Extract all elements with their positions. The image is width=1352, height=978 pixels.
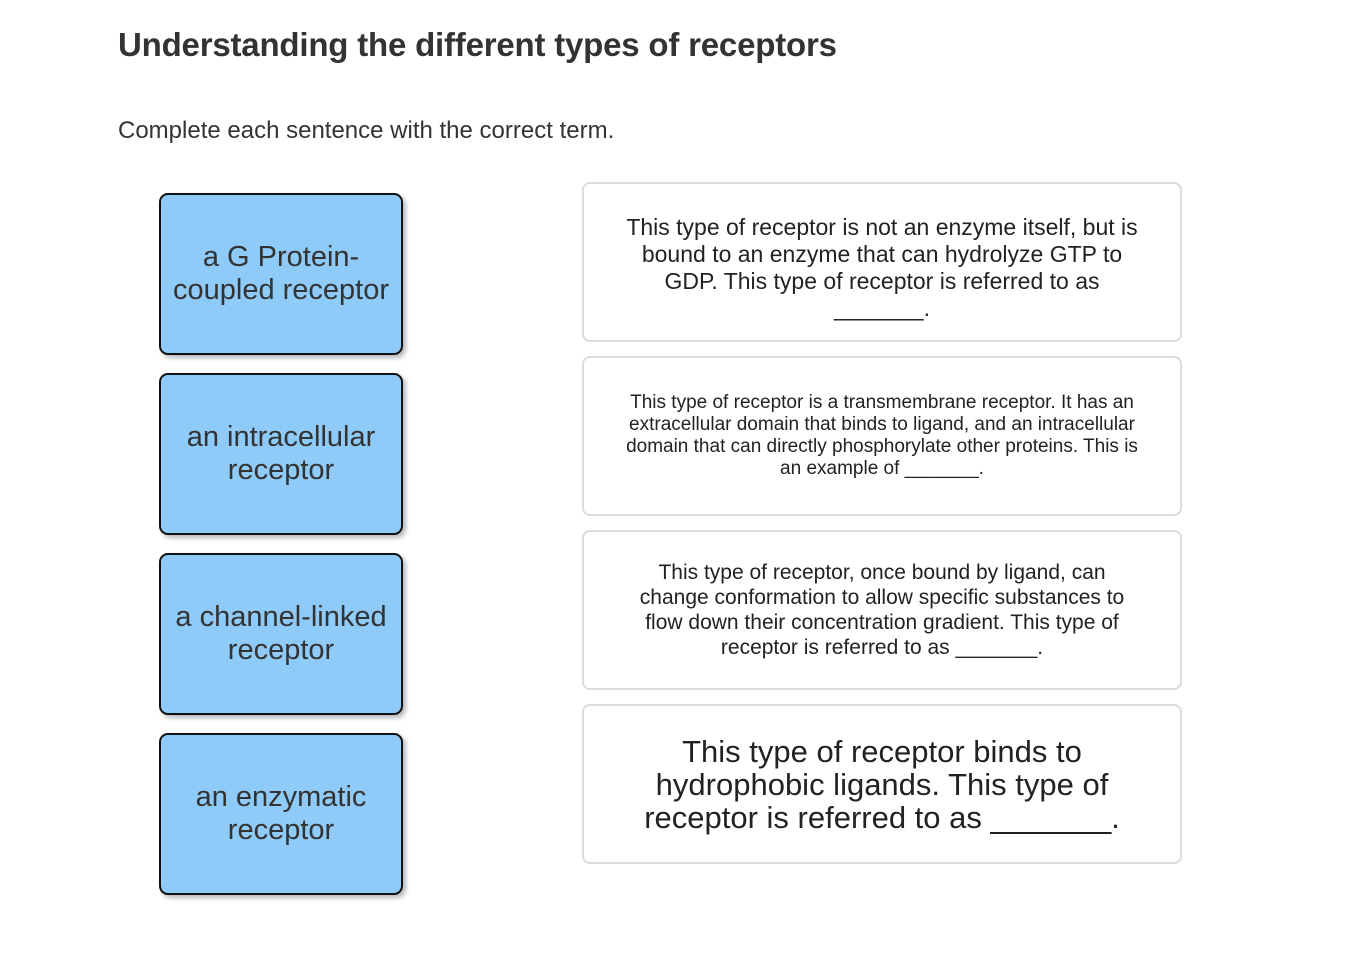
drop-target-2[interactable]: This type of receptor is a transmembrane… (582, 356, 1182, 516)
term-card-intracellular[interactable]: an intracellular receptor (159, 373, 403, 535)
term-label: a channel-linked receptor (175, 601, 387, 666)
drop-target-1[interactable]: This type of receptor is not an enzyme i… (582, 182, 1182, 342)
sentence-text: This type of receptor binds to hydrophob… (644, 733, 1120, 835)
sentence-targets: This type of receptor is not an enzyme i… (582, 182, 1182, 878)
page-title: Understanding the different types of rec… (118, 26, 837, 63)
drop-target-3[interactable]: This type of receptor, once bound by lig… (582, 530, 1182, 690)
instructions-text: Complete each sentence with the correct … (118, 117, 615, 144)
term-card-g-protein-coupled[interactable]: a G Protein-coupled receptor (159, 193, 403, 355)
term-card-channel-linked[interactable]: a channel-linked receptor (159, 553, 403, 715)
term-bank: a G Protein-coupled receptor an intracel… (159, 193, 403, 913)
drop-target-4[interactable]: This type of receptor binds to hydrophob… (582, 704, 1182, 864)
sentence-text: This type of receptor is a transmembrane… (626, 392, 1138, 479)
sentence-text: This type of receptor is not an enzyme i… (626, 214, 1138, 321)
term-label: an intracellular receptor (186, 421, 376, 486)
sentence-text: This type of receptor, once bound by lig… (639, 561, 1125, 659)
term-label: an enzymatic receptor (195, 781, 367, 846)
term-card-enzymatic[interactable]: an enzymatic receptor (159, 733, 403, 895)
term-label: a G Protein-coupled receptor (172, 241, 390, 306)
